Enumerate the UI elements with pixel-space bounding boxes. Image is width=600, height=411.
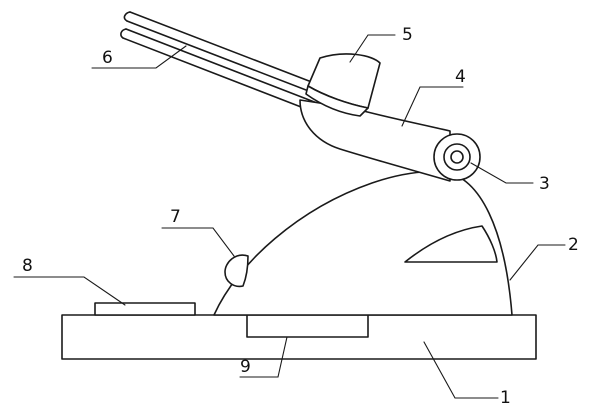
label-part-4: 4: [455, 67, 466, 87]
pivot-joint: [433, 133, 481, 181]
leader-lines: [13, 34, 566, 399]
holder-head-front: [305, 85, 369, 117]
label-part-3: 3: [539, 174, 550, 194]
dome-vent: [404, 225, 498, 263]
base-slot: [246, 314, 369, 338]
guide-rods: [120, 11, 323, 113]
dome-housing: [213, 170, 513, 316]
label-part-1: 1: [500, 388, 511, 408]
label-part-8: 8: [22, 256, 33, 276]
label-part-5: 5: [402, 25, 413, 45]
mount-block: [94, 302, 196, 316]
label-part-6: 6: [102, 48, 113, 68]
swing-arm: [299, 99, 451, 182]
label-part-2: 2: [568, 235, 579, 255]
label-part-9: 9: [240, 357, 251, 377]
label-part-7: 7: [170, 207, 181, 227]
side-knob: [224, 254, 249, 288]
